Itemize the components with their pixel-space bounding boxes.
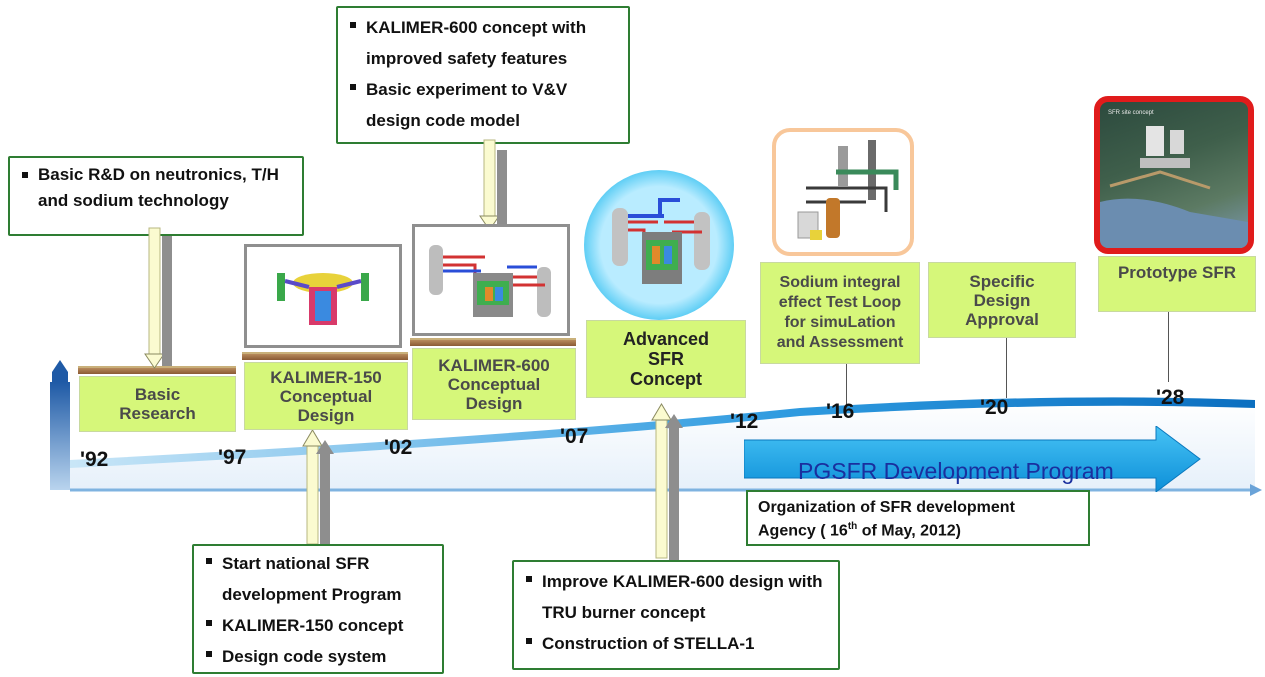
year-label: '02: [384, 436, 413, 459]
year-label: '12: [730, 410, 759, 433]
note-item: KALIMER-600 concept with improved safety…: [348, 12, 620, 74]
note-kalimer600: KALIMER-600 concept with improved safety…: [336, 6, 630, 144]
reactor-advanced-icon: [612, 198, 710, 284]
note-item: Start national SFR development Program: [204, 548, 434, 610]
shelf-kalimer600: [410, 338, 576, 346]
note-item: KALIMER-150 concept: [204, 610, 434, 641]
stage-kalimer600: KALIMER-600 Conceptual Design: [412, 348, 576, 420]
stage-design-approval: Specific Design Approval: [928, 262, 1076, 338]
kalimer150-image: [244, 244, 402, 348]
shelf-kalimer150: [242, 352, 408, 360]
program-arrow: [744, 426, 1201, 492]
organization-box: Organization of SFR development Agency (…: [746, 490, 1090, 546]
reactor-plant-icon: [429, 245, 551, 317]
stage-stella: Sodium integral effect Test Loop for sim…: [760, 262, 920, 364]
note-item: Construction of STELLA-1: [524, 628, 830, 659]
year-label: '97: [218, 446, 247, 469]
note-item: Basic experiment to V&V design code mode…: [348, 74, 620, 136]
year-label: '16: [826, 400, 855, 423]
test-loop-icon: [797, 140, 899, 240]
note-kalimer150: Start national SFR development Program K…: [192, 544, 444, 674]
note-item: Improve KALIMER-600 design with TRU burn…: [524, 566, 830, 628]
year-label: '28: [1156, 386, 1185, 409]
kalimer600-image: [412, 224, 570, 336]
year-label: '92: [80, 448, 109, 471]
shelf-basic: [78, 366, 236, 374]
leader-line: [846, 364, 847, 406]
stage-kalimer150: KALIMER-150 Conceptual Design: [244, 362, 408, 430]
plant-site-icon: [1100, 126, 1248, 248]
organization-line: Organization of SFR development: [758, 499, 1015, 516]
stella-image: [772, 128, 914, 256]
prototype-site-image: SFR site concept: [1094, 96, 1254, 254]
stage-prototype-sfr: Prototype SFR: [1098, 256, 1256, 312]
note-item: Design code system: [204, 641, 434, 672]
leader-line: [1006, 338, 1007, 398]
program-label: PGSFR Development Program: [798, 458, 1114, 484]
organization-line: Agency ( 16th of May, 2012): [758, 521, 962, 540]
image-caption: SFR site concept: [1108, 110, 1154, 116]
note-advanced: Improve KALIMER-600 design with TRU burn…: [512, 560, 840, 670]
leader-line: [1168, 312, 1169, 382]
year-label: '20: [980, 396, 1009, 419]
stage-basic-research: Basic Research: [79, 376, 236, 432]
note-basic-research: Basic R&D on neutronics, T/H and sodium …: [8, 156, 304, 236]
advanced-sfr-image: [584, 170, 734, 320]
reactor-small-icon: [277, 273, 369, 325]
note-item: Basic R&D on neutronics, T/H and sodium …: [20, 162, 294, 214]
year-label: '07: [560, 425, 589, 448]
stage-advanced-sfr: Advanced SFR Concept: [586, 320, 746, 398]
